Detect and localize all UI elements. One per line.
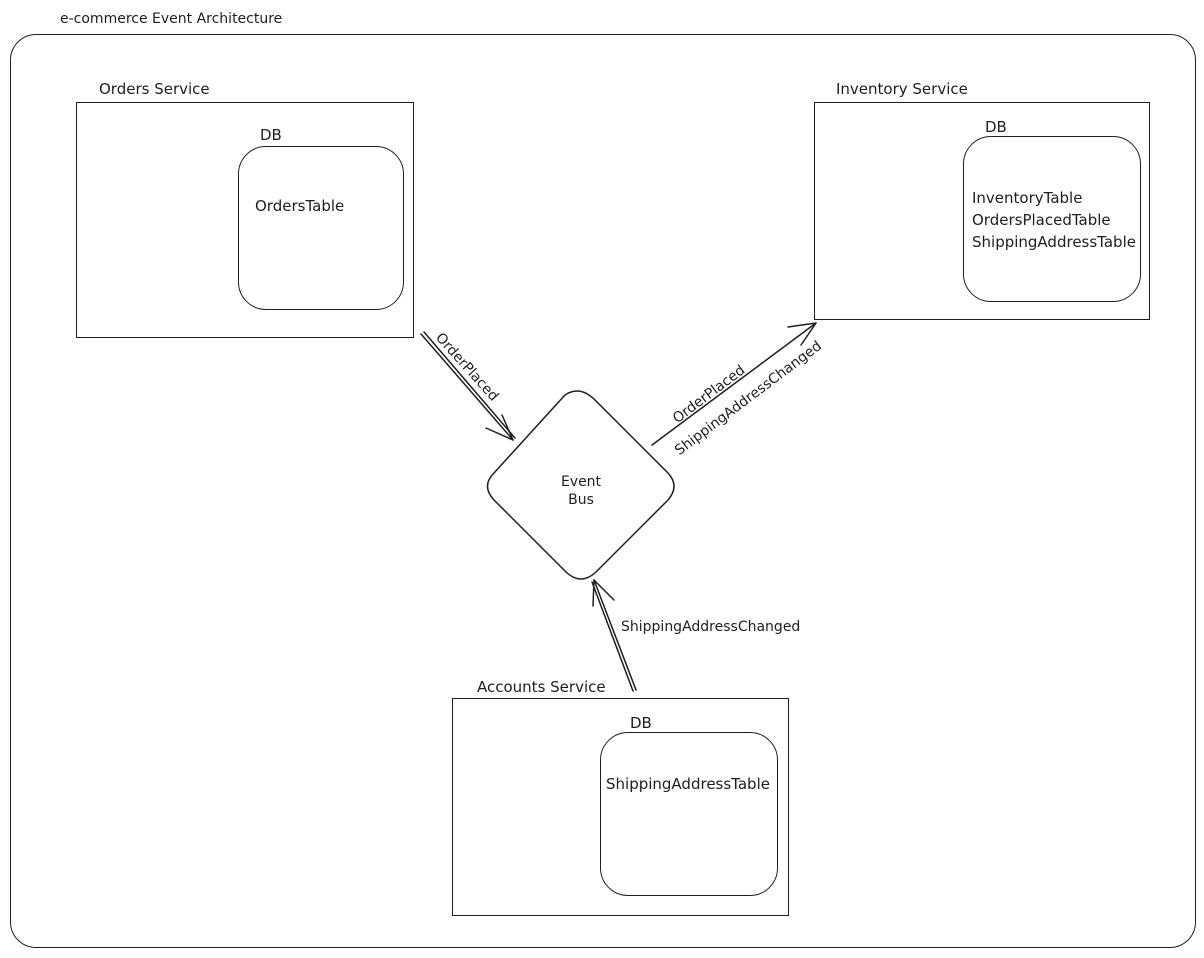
diagram-title: e-commerce Event Architecture <box>60 11 283 27</box>
db-table-shippingAddressTable: ShippingAddressTable <box>606 775 770 793</box>
arrowhead-icon <box>485 414 514 441</box>
db-table-shippingAddressTable: ShippingAddressTable <box>972 233 1136 251</box>
event-bus-shape <box>486 390 675 580</box>
inventory-service-box[interactable] <box>814 102 1150 320</box>
inventory-service-label: Inventory Service <box>836 80 968 98</box>
inventory-db[interactable]: InventoryTable OrdersPlacedTable Shippin… <box>963 136 1141 302</box>
system-boundary-frame[interactable] <box>10 34 1196 948</box>
arrow-accounts-to-bus <box>593 579 637 691</box>
edge-label-accounts-to-bus: ShippingAddressChanged <box>621 619 801 635</box>
db-table-inventoryTable: InventoryTable <box>972 189 1083 207</box>
arrowhead-icon <box>787 322 817 346</box>
accounts-service-box[interactable] <box>452 698 789 916</box>
event-bus-label[interactable]: Event Bus <box>556 473 606 509</box>
orders-db[interactable]: OrdersTable <box>238 146 404 310</box>
orders-service-label: Orders Service <box>99 80 210 98</box>
orders-service-box[interactable] <box>76 102 414 338</box>
event-bus-label-line1: Event <box>560 474 602 490</box>
inventory-db-label: DB <box>985 118 1007 136</box>
orders-db-label: DB <box>260 126 282 144</box>
accounts-db[interactable]: ShippingAddressTable <box>600 732 778 896</box>
inventory-db-tables: InventoryTable OrdersPlacedTable Shippin… <box>972 189 1136 255</box>
arrow-bus-to-inventory <box>651 322 817 446</box>
accounts-db-label: DB <box>630 714 652 732</box>
accounts-service-label: Accounts Service <box>477 678 606 696</box>
event-bus-label-line2: Bus <box>568 492 594 508</box>
arrow-orders-to-bus <box>420 333 514 441</box>
db-table-ordersTable: OrdersTable <box>255 197 345 215</box>
db-table-ordersPlacedTable: OrdersPlacedTable <box>972 211 1111 229</box>
arrowhead-icon <box>592 579 615 607</box>
